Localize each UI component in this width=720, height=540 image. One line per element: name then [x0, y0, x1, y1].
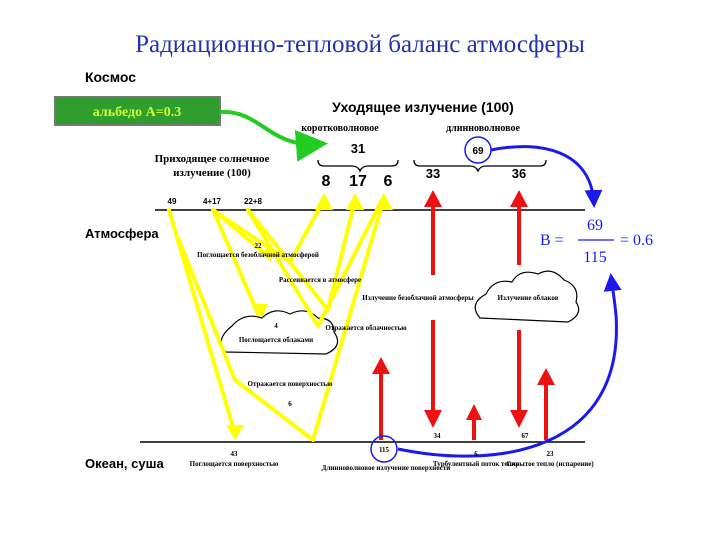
blue-arrow-bottom	[397, 273, 622, 458]
incoming-value-3: 22+8	[244, 197, 263, 206]
note-23: 23	[547, 450, 555, 458]
surface-lw-circle	[370, 435, 398, 463]
path-up-6	[316, 198, 384, 328]
note-clear-emission: Излучение безоблачной атмосферы	[362, 294, 474, 302]
albedo-label: альбедо А=0.3	[93, 105, 181, 120]
note-absorbed: Поглощается поверхностью	[190, 460, 279, 468]
path-to-reflect	[176, 236, 237, 382]
albedo-arrow	[219, 109, 328, 162]
note-cloud-emission: Излучение облаков	[498, 294, 559, 302]
incoming-value-1: 49	[168, 197, 177, 206]
short-value-2: 17	[349, 173, 367, 190]
long-value-1: 33	[426, 166, 440, 181]
note-67: 67	[522, 432, 530, 440]
note-cloud-val: 4	[274, 322, 278, 330]
short-value-3: 6	[384, 173, 393, 190]
albedo-box	[54, 96, 221, 126]
note-cloud-absorb: Поглощается облаками	[239, 336, 313, 344]
space-label: Космос	[85, 69, 136, 85]
short-value-1: 8	[322, 173, 331, 190]
blue-arrow-top	[490, 145, 603, 208]
longwave-arrows	[379, 205, 548, 440]
note-6: 6	[474, 450, 478, 458]
note-absorbed-val: 43	[231, 450, 239, 458]
shortwave-paths	[167, 198, 384, 442]
long-value-2: 36	[512, 166, 526, 181]
short-brace	[317, 159, 399, 173]
incoming-line-1: Приходящее солнечное	[155, 153, 270, 165]
atmosphere-label: Атмосфера	[85, 226, 159, 241]
formula-lhs: B =	[540, 232, 564, 249]
path-cloud-reflect	[246, 208, 320, 328]
formula-rhs: = 0.6	[620, 232, 653, 249]
path-scatter-2	[246, 208, 330, 312]
path-surface-up	[311, 203, 384, 442]
incoming-line-2: излучение (100)	[173, 167, 251, 179]
page-title: Радиационно-тепловой баланс атмосферы	[135, 31, 585, 58]
incoming-value-2: 4+17	[203, 197, 222, 206]
note-22: 22	[255, 242, 263, 250]
note-lw-surface-val: 115	[379, 446, 390, 454]
long-total: 69	[472, 146, 484, 157]
left-cloud-shape	[220, 310, 339, 355]
note-lw-surface: Длинноволновое излучение поверхности	[322, 464, 451, 472]
formula-numerator: 69	[587, 217, 603, 234]
outgoing-label: Уходящее излучение (100)	[332, 99, 514, 115]
note-34: 34	[434, 432, 442, 440]
longwave-arrowheads	[372, 190, 555, 428]
note-surface-reflect-val: 6	[288, 400, 292, 408]
note-turbulent: Турбулентный поток тепла	[433, 460, 520, 468]
path-surface-reflect	[233, 378, 315, 442]
right-cloud-shape	[474, 270, 580, 323]
shortwave-arrowheads	[226, 193, 393, 440]
note-cloud-reflect: Отражается облачностью	[325, 324, 407, 332]
path-scatter-1	[211, 208, 292, 264]
note-scatter: Рассеивается в атмосфере	[279, 276, 361, 284]
short-total: 31	[351, 141, 365, 156]
surface-label: Океан, суша	[85, 456, 164, 471]
note-latent: Скрытое тепло (испарение)	[506, 460, 594, 468]
formula-denominator: 115	[583, 249, 606, 266]
path-up-8	[288, 198, 326, 264]
long-brace	[413, 159, 547, 173]
path-to-cloud	[211, 208, 260, 316]
note-clear-atm-absorb: Поглощается безоблачной атмосферой	[197, 251, 319, 259]
note-surface-reflect: Отражается поверхностью	[248, 380, 334, 388]
shortwave-label: коротковолновое	[301, 123, 379, 134]
longwave-label: длинноволновое	[446, 123, 520, 134]
path-up-17	[326, 198, 357, 312]
